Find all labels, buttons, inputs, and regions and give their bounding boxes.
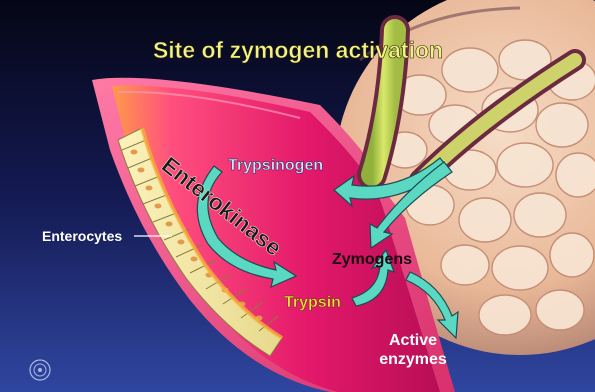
zymogens-label: Zymogens <box>332 251 412 268</box>
active-enzymes-label-line1: Active <box>389 332 437 349</box>
active-enzymes-label-line2: enzymes <box>379 351 447 368</box>
trypsinogen-label: Trypsinogen <box>228 157 323 174</box>
enterocytes-label: Enterocytes <box>42 228 122 244</box>
slide-title: Site of zymogen activation <box>153 37 443 63</box>
trypsin-label: Trypsin <box>284 294 341 311</box>
